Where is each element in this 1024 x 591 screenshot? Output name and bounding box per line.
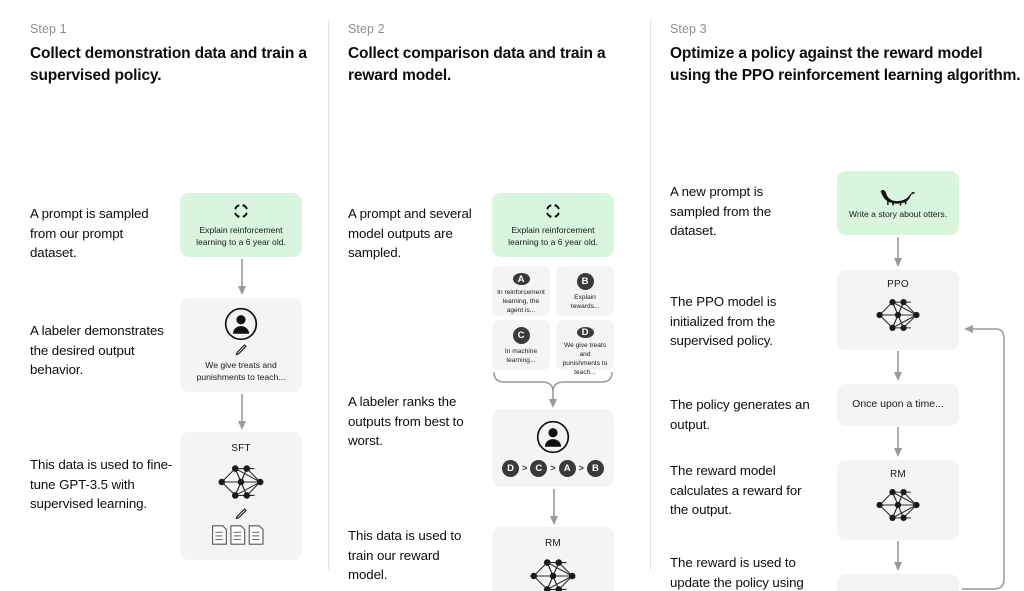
rank-separator-3: >	[578, 463, 584, 473]
step-2-option-a[interactable]: A In reinforcement learning, the agent i…	[492, 266, 550, 316]
step-2-brace-arrow	[492, 370, 616, 410]
step-3-reward-card[interactable]: rk	[837, 574, 959, 591]
neural-network-icon	[870, 482, 926, 528]
step-3-label: Step 3	[670, 22, 707, 36]
pencil-icon	[234, 343, 248, 357]
step-3-output-card[interactable]: Once upon a time...	[837, 384, 959, 426]
step-1-desc-2: A labeler demonstrates the desired outpu…	[30, 323, 164, 378]
step-3-rm-label: RM	[890, 469, 906, 480]
pencil-icon	[234, 507, 248, 521]
rank-separator-2: >	[550, 463, 556, 473]
step-1-arrow-1	[236, 259, 248, 297]
step-2-label: Step 2	[348, 22, 385, 36]
step-3-desc-3: The policy generates an output.	[670, 397, 810, 432]
step-2-ranking-card[interactable]: D > C > A > B	[492, 409, 614, 487]
step-3-arrow-1	[892, 237, 904, 269]
step-1-desc-1: A prompt is sampled from our prompt data…	[30, 206, 149, 261]
option-a-text: In reinforcement learning, the agent is.…	[497, 289, 545, 315]
step-1-title: Collect demonstration data and train a s…	[30, 45, 307, 84]
step-3-desc-2: The PPO model is initialized from the su…	[670, 294, 777, 349]
step-1-column: Step 1 Collect demonstration data and tr…	[0, 0, 328, 591]
step-2-arrow-2	[548, 489, 560, 527]
step-3-column: Step 3 Optimize a policy against the rew…	[650, 0, 1024, 591]
option-b-text: Explain rewards...	[570, 294, 600, 310]
option-c-text: In machine learning...	[504, 348, 538, 364]
step-2-prompt-card[interactable]: Explain reinforcement learning to a 6 ye…	[492, 193, 614, 257]
step-3-desc-1: A new prompt is sampled from the dataset…	[670, 184, 772, 239]
step-1-sft-card[interactable]: SFT	[180, 432, 302, 560]
step-1-label: Step 1	[30, 22, 67, 36]
step-3-output-text: Once upon a time...	[852, 398, 944, 411]
step-3-desc-4: The reward model calculates a reward for…	[670, 463, 802, 518]
step-2-option-b[interactable]: B Explain rewards...	[556, 266, 614, 316]
step-3-prompt-card[interactable]: Write a story about otters.	[837, 171, 959, 235]
step-2-desc-3: This data is used to train our reward mo…	[348, 528, 462, 583]
rank-badge-2: C	[530, 459, 548, 477]
column-divider-1	[328, 20, 329, 570]
option-d-badge: D	[576, 327, 594, 338]
neural-network-icon	[524, 552, 582, 591]
step-3-arrow-2	[892, 351, 904, 383]
option-a-badge: A	[512, 273, 530, 286]
step-1-desc-3: This data is used to fine-tune GPT-3.5 w…	[30, 457, 173, 512]
step-2-prompt-text: Explain reinforcement learning to a 6 ye…	[508, 225, 598, 247]
step-2-rm-card[interactable]: RM	[492, 527, 614, 591]
rank-separator-1: >	[522, 463, 528, 473]
step-2-option-c[interactable]: C In machine learning...	[492, 320, 550, 370]
step-3-desc-5: The reward is used to update the policy …	[670, 555, 804, 590]
step-3-feedback-loop-arrow	[956, 317, 1016, 591]
person-icon	[224, 307, 258, 341]
step-1-labeler-text: We give treats and punishments to teach.…	[196, 360, 286, 382]
step-1-prompt-card[interactable]: Explain reinforcement learning to a 6 ye…	[180, 193, 302, 257]
step-3-rm-card[interactable]: RM	[837, 460, 959, 540]
step-2-desc-1: A prompt and several model outputs are s…	[348, 206, 472, 261]
step-1-sft-label: SFT	[231, 443, 251, 454]
rank-badge-4: B	[586, 459, 604, 477]
neural-network-icon	[870, 292, 926, 338]
step-2-title: Collect comparison data and train a rewa…	[348, 45, 606, 84]
step-2-column: Step 2 Collect comparison data and train…	[328, 0, 650, 591]
step-3-prompt-text: Write a story about otters.	[848, 208, 948, 219]
step-3-ppo-label: PPO	[887, 279, 909, 290]
rank-badge-1: D	[502, 459, 520, 477]
refresh-cycle-icon	[544, 202, 562, 220]
person-icon	[536, 420, 570, 454]
column-divider-2	[650, 20, 651, 570]
step-3-ppo-card[interactable]: PPO	[837, 270, 959, 350]
step-3-arrow-3	[892, 427, 904, 459]
otter-icon	[879, 186, 917, 206]
step-3-reward-symbol: rk	[892, 587, 903, 591]
option-c-badge: C	[512, 327, 530, 344]
step-1-labeler-card[interactable]: We give treats and punishments to teach.…	[180, 298, 302, 392]
step-2-desc-2: A labeler ranks the outputs from best to…	[348, 394, 464, 449]
neural-network-icon	[212, 458, 270, 506]
documents-icon	[210, 524, 272, 546]
step-2-rm-label: RM	[545, 538, 561, 549]
refresh-cycle-icon	[232, 202, 250, 220]
step-3-title: Optimize a policy against the reward mod…	[670, 45, 1021, 84]
reward-symbol-base: r	[892, 587, 899, 591]
step-2-option-d[interactable]: D We give treats and punishments to teac…	[556, 320, 614, 376]
step-1-arrow-2	[236, 394, 248, 432]
step-2-ranking-row: D > C > A > B	[502, 459, 604, 477]
step-1-prompt-text: Explain reinforcement learning to a 6 ye…	[196, 225, 286, 247]
rank-badge-3: A	[558, 459, 576, 477]
option-b-badge: B	[576, 273, 594, 290]
option-d-text: We give treats and punishments to teach.…	[562, 342, 608, 376]
step-3-arrow-4	[892, 541, 904, 573]
